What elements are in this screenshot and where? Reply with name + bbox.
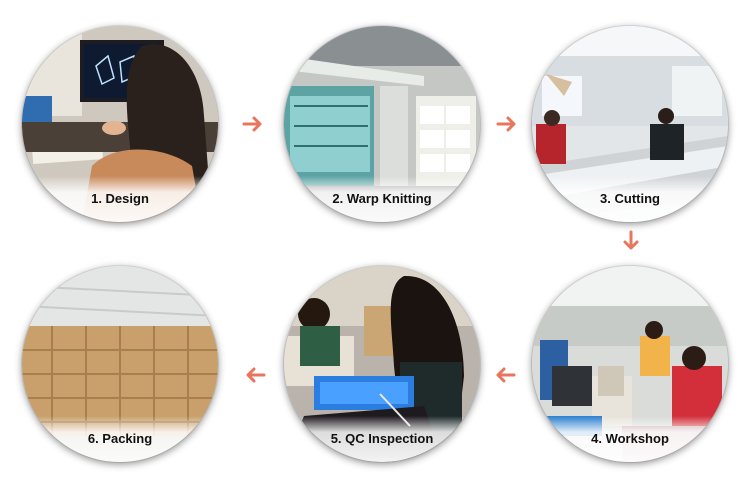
step-qc-inspection: 5. QC Inspection [284, 266, 480, 462]
step-warp-knitting: 2. Warp Knitting [284, 26, 480, 222]
step-design: 1. Design [22, 26, 218, 222]
step-label: 2. Warp Knitting [332, 191, 432, 206]
arrow-qc-inspection-to-packing [244, 364, 266, 386]
arrow-workshop-to-qc-inspection [494, 364, 516, 386]
step-workshop: 4. Workshop [532, 266, 728, 462]
step-cutting: 3. Cutting [532, 26, 728, 222]
step-label: 4. Workshop [591, 431, 669, 446]
step-packing: 6. Packing [22, 266, 218, 462]
step-label: 5. QC Inspection [330, 431, 434, 446]
step-label: 6. Packing [87, 431, 153, 446]
arrow-warp-knitting-to-cutting [496, 113, 518, 135]
arrow-cutting-to-workshop [620, 230, 642, 252]
step-label: 1. Design [91, 191, 149, 206]
arrow-design-to-warp-knitting [242, 113, 264, 135]
step-label: 3. Cutting [600, 191, 660, 206]
